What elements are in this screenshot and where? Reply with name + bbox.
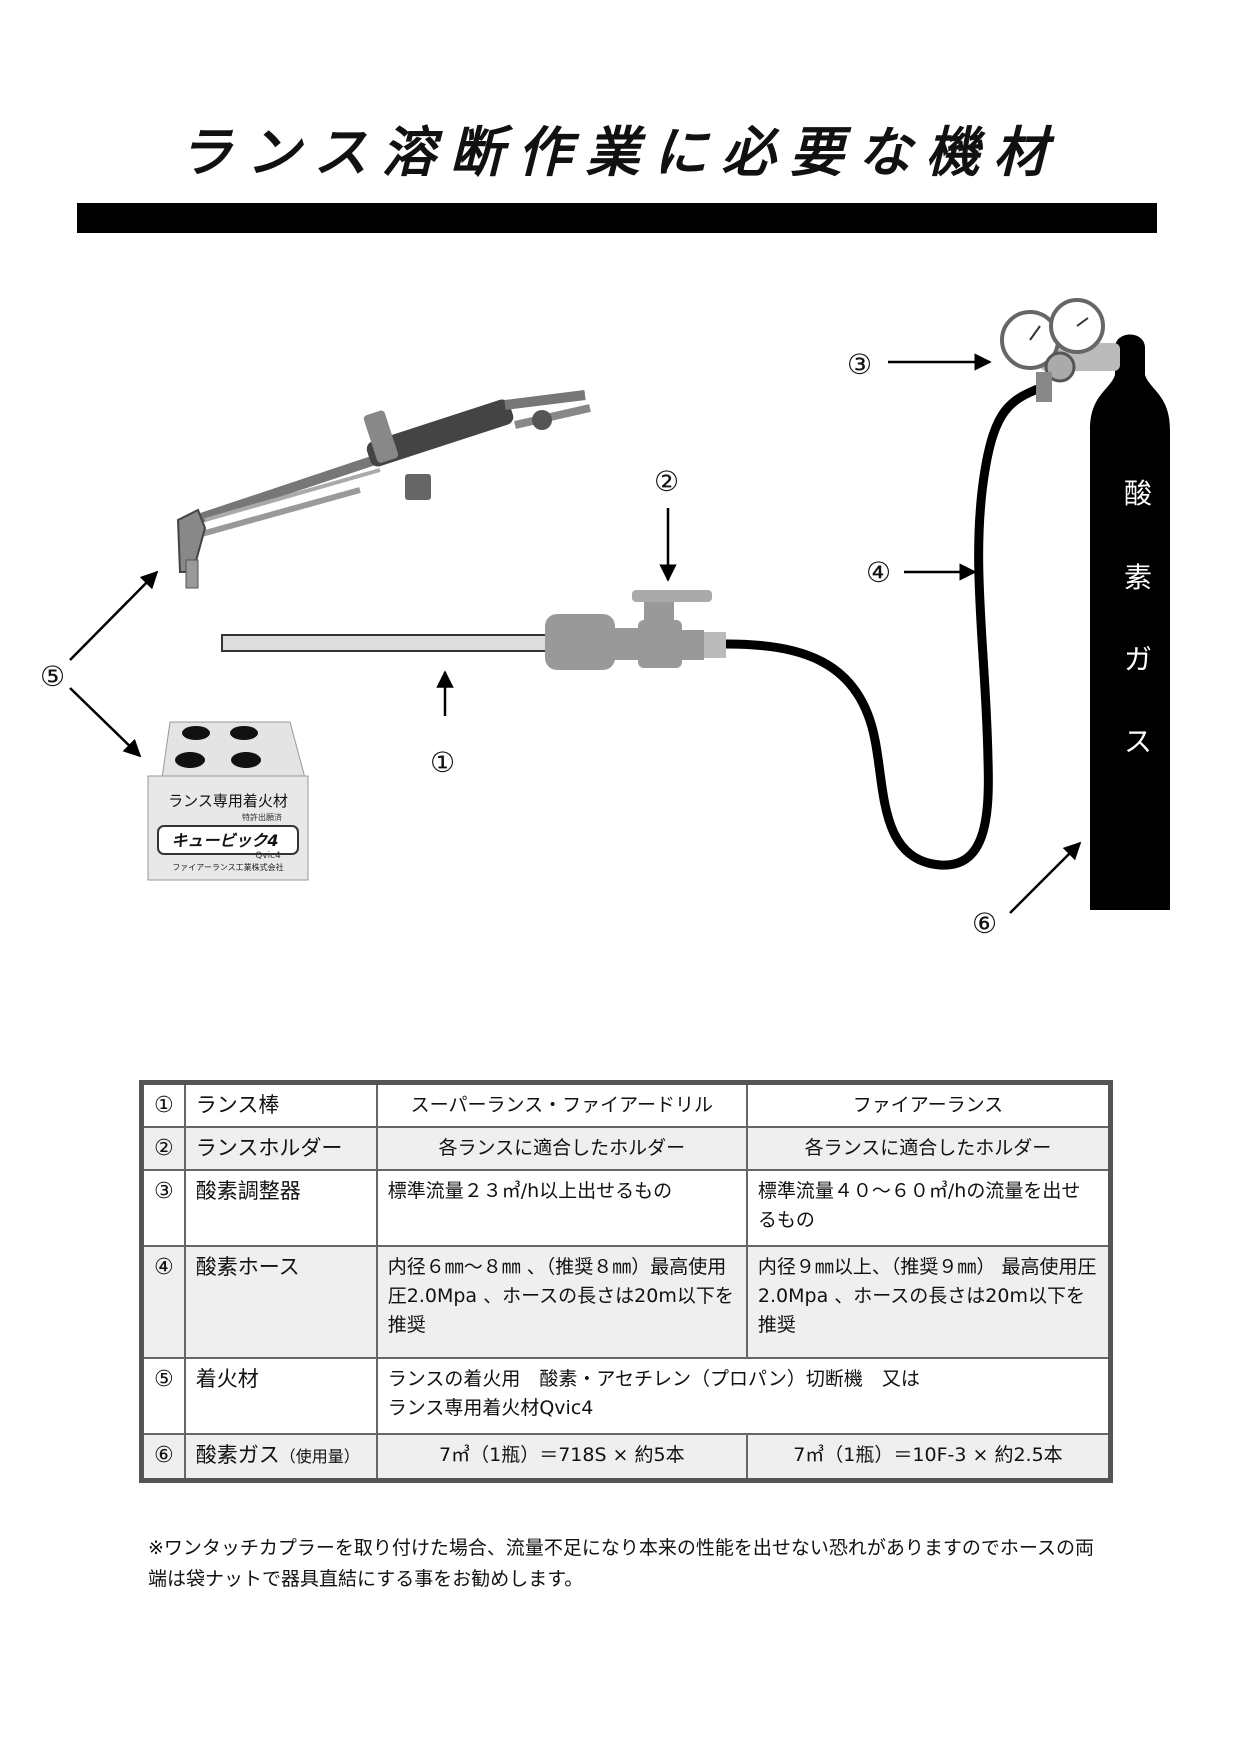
- table-row: ③ 酸素調整器 標準流量２３㎥/h以上出せるもの 標準流量４０〜６０㎥/hの流量…: [140, 1169, 1112, 1247]
- row-number: ②: [140, 1126, 186, 1171]
- igniter-box-model: Qvic4: [255, 851, 281, 861]
- arrow-6: [1009, 841, 1082, 914]
- equipment-spec-table: ① ランス棒 スーパーランス・ファイアードリル ファイアーランス ② ランスホル…: [139, 1080, 1113, 1483]
- table-row: ⑤ 着火材 ランスの着火用 酸素・アセチレン（プロパン）切断機 又は ランス専用…: [140, 1357, 1112, 1435]
- row-number: ③: [140, 1169, 186, 1247]
- row-number: ①: [140, 1081, 186, 1128]
- item-name: 着火材: [183, 1357, 378, 1435]
- spec-cell: 各ランスに適合したホルダー: [375, 1126, 748, 1171]
- oxygen-regulator: [1000, 298, 1120, 402]
- spec-cell: 内径６㎜〜８㎜ 、（推奨８㎜）最高使用圧2.0Mpa 、ホースの長さは20m以下…: [375, 1245, 748, 1359]
- spec-cell: 標準流量４０〜６０㎥/hの流量を出せるもの: [745, 1169, 1112, 1247]
- spec-line: ランス専用着火材Qvic4: [387, 1397, 594, 1419]
- arrow-5b: [69, 687, 142, 758]
- oxygen-hose: [725, 383, 1042, 870]
- spec-cell: 内径９㎜以上、（推奨９㎜） 最高使用圧2.0Mpa 、ホースの長さは20m以下を…: [745, 1245, 1112, 1359]
- item-name-suffix: （使用量）: [279, 1447, 360, 1466]
- lance-rod: [221, 634, 558, 652]
- row-number: ⑤: [140, 1357, 186, 1435]
- table-row: ⑥ 酸素ガス（使用量） 7㎥（1瓶）＝718S × 約5本 7㎥（1瓶）＝10F…: [140, 1433, 1112, 1481]
- lance-holder-torch: [176, 390, 591, 589]
- table-row: ① ランス棒 スーパーランス・ファイアードリル ファイアーランス: [140, 1081, 1112, 1128]
- table-row: ④ 酸素ホース 内径６㎜〜８㎜ 、（推奨８㎜）最高使用圧2.0Mpa 、ホースの…: [140, 1245, 1112, 1359]
- item-name: 酸素ホース: [183, 1245, 378, 1359]
- igniter-box-patent: 特許出願済: [242, 812, 282, 822]
- title-divider: [77, 203, 1157, 233]
- spec-cell: スーパーランス・ファイアードリル: [375, 1081, 748, 1128]
- igniter-box-maker: ファイアーランス工業株式会社: [172, 862, 283, 872]
- cylinder-char-2: 素: [1123, 561, 1152, 594]
- item-name: 酸素調整器: [183, 1169, 378, 1247]
- spec-cell: 7㎥（1瓶）＝10F-3 × 約2.5本: [745, 1433, 1112, 1481]
- spec-line: ランスの着火用 酸素・アセチレン（プロパン）切断機 又は: [387, 1368, 920, 1390]
- footnote: ※ワンタッチカプラーを取り付けた場合、流量不足になり本来の性能を出せない恐れがあ…: [148, 1537, 1094, 1590]
- marker-6: ⑥: [972, 907, 998, 940]
- igniter-box-label: ランス専用着火材: [168, 792, 288, 810]
- spec-cell-merged: ランスの着火用 酸素・アセチレン（プロパン）切断機 又は ランス専用着火材Qvi…: [375, 1357, 1112, 1435]
- row-number: ④: [140, 1245, 186, 1359]
- item-name: ランスホルダー: [183, 1126, 378, 1171]
- page-title: ランス溶断作業に必要な機材: [178, 121, 1062, 184]
- igniter-box: ランス専用着火材 特許出願済 キュービック4 Qvic4 ファイアーランス工業株…: [147, 721, 309, 881]
- cylinder-char-4: ス: [1123, 725, 1152, 758]
- valve-handle: [632, 590, 712, 602]
- spec-cell: ファイアーランス: [745, 1081, 1112, 1128]
- item-name: ランス棒: [183, 1081, 378, 1128]
- marker-2: ②: [654, 465, 680, 498]
- rod-holder-grip: [545, 614, 615, 670]
- marker-4: ④: [866, 556, 892, 589]
- item-name: 酸素ガス（使用量）: [183, 1433, 378, 1481]
- item-name-text: 酸素ガス: [195, 1443, 280, 1467]
- spec-cell: 7㎥（1瓶）＝718S × 約5本: [375, 1433, 748, 1481]
- marker-3: ③: [847, 348, 873, 381]
- cylinder-char-3: ガ: [1123, 643, 1152, 676]
- igniter-box-brand: キュービック4: [171, 831, 278, 850]
- marker-1: ①: [430, 746, 456, 779]
- row-number: ⑥: [140, 1433, 186, 1481]
- arrow-5a: [69, 570, 159, 661]
- equipment-diagram: ランス専用着火材 特許出願済 キュービック4 Qvic4 ファイアーランス工業株…: [69, 298, 1170, 914]
- marker-5: ⑤: [40, 660, 66, 693]
- oxygen-cylinder: [1090, 334, 1170, 910]
- spec-cell: 標準流量２３㎥/h以上出せるもの: [375, 1169, 748, 1247]
- table-row: ② ランスホルダー 各ランスに適合したホルダー 各ランスに適合したホルダー: [140, 1126, 1112, 1171]
- spec-cell: 各ランスに適合したホルダー: [745, 1126, 1112, 1171]
- cylinder-char-1: 酸: [1123, 477, 1152, 510]
